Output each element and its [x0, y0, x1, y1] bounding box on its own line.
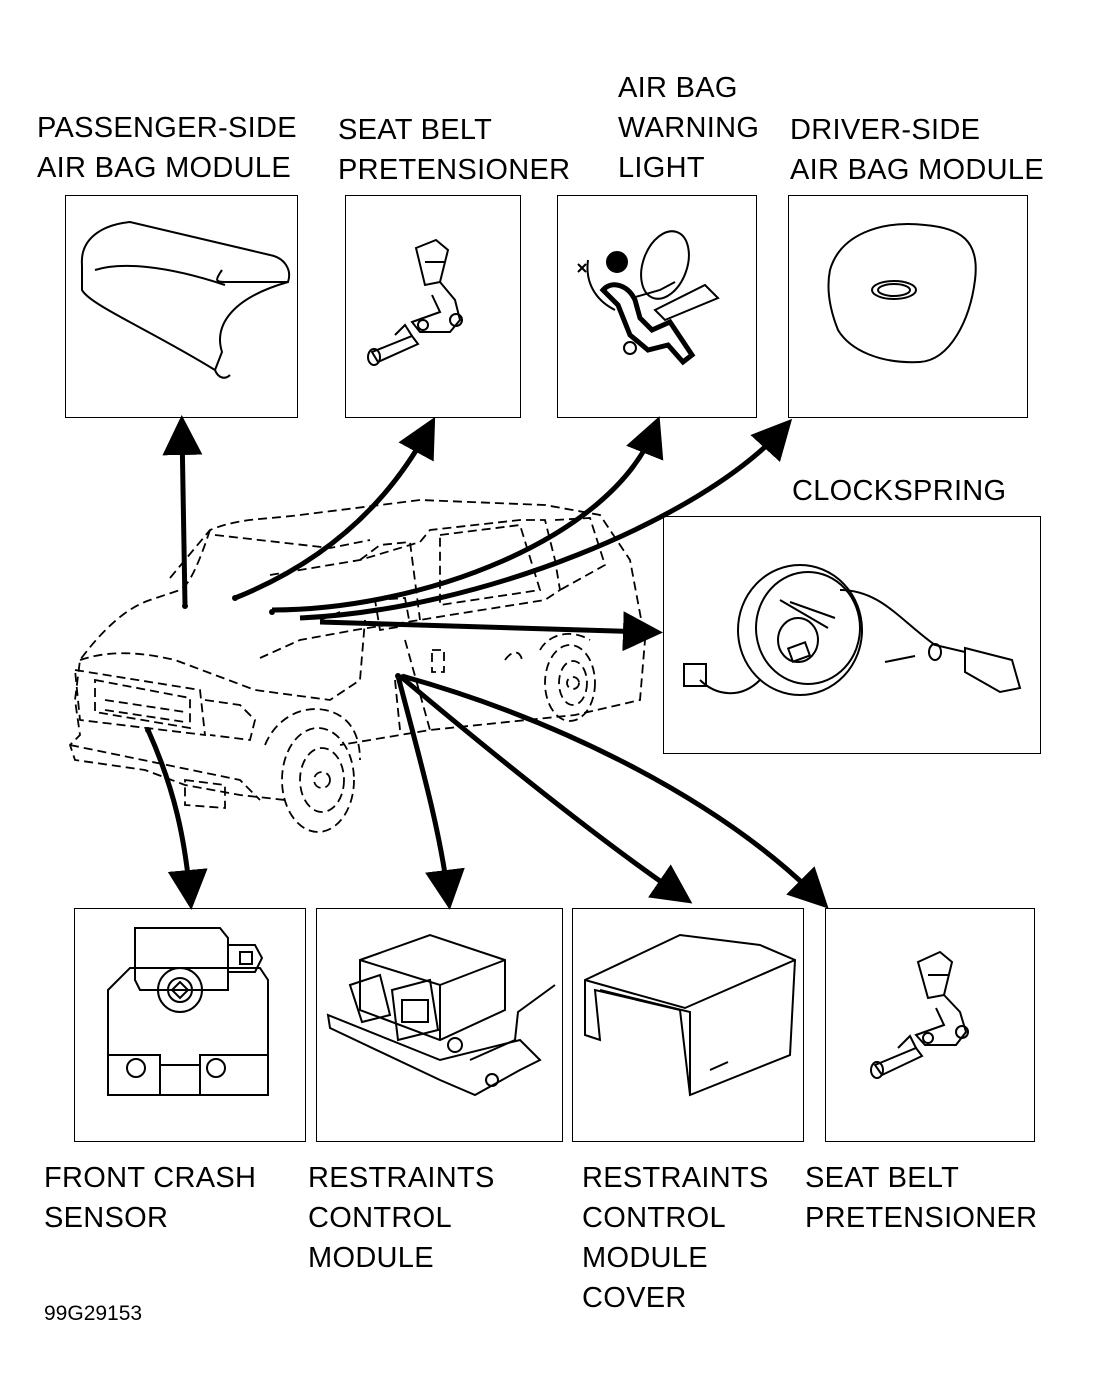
- label-seatbelt-pretensioner-top: SEAT BELT PRETENSIONER: [338, 114, 571, 186]
- label-clockspring: CLOCKSPRING: [792, 475, 1007, 507]
- leader-origin-dots: [145, 595, 401, 733]
- passenger-airbag-drawing: [80, 220, 290, 379]
- panel-airbag-warning-light: [557, 195, 757, 418]
- label-restraints-control-module: RESTRAINTS CONTROL MODULE: [308, 1162, 495, 1274]
- restraints-control-module-cover-drawing: [584, 933, 797, 1097]
- label-airbag-warning-light: AIR BAG WARNING LIGHT: [618, 72, 760, 184]
- seatbelt-pretensioner-bottom-drawing: [870, 950, 969, 1079]
- label-driver-airbag: DRIVER-SIDE AIR BAG MODULE: [790, 114, 1044, 186]
- front-crash-sensor-drawing: [107, 927, 269, 1096]
- airbag-warning-icon: [577, 230, 720, 366]
- panel-seatbelt-pretensioner-bottom: [825, 908, 1035, 1142]
- van-drawing: [68, 499, 646, 833]
- seatbelt-pretensioner-top-drawing: [367, 238, 463, 366]
- restraints-control-module-drawing: [326, 933, 556, 1097]
- clockspring-drawing: [683, 564, 1022, 696]
- label-front-crash-sensor: FRONT CRASH SENSOR: [44, 1162, 257, 1234]
- leader-arrows: [145, 415, 829, 910]
- label-seatbelt-pretensioner-bottom: SEAT BELT PRETENSIONER: [805, 1162, 1038, 1234]
- panel-clockspring: [663, 516, 1041, 754]
- label-passenger-airbag: PASSENGER-SIDE AIR BAG MODULE: [37, 112, 297, 184]
- panel-driver-airbag: [788, 195, 1028, 418]
- label-restraints-control-module-cover: RESTRAINTS CONTROL MODULE COVER: [582, 1162, 769, 1314]
- panel-seatbelt-pretensioner-top: [345, 195, 521, 418]
- figure-id: 99G29153: [44, 1302, 143, 1325]
- driver-airbag-drawing: [827, 223, 977, 364]
